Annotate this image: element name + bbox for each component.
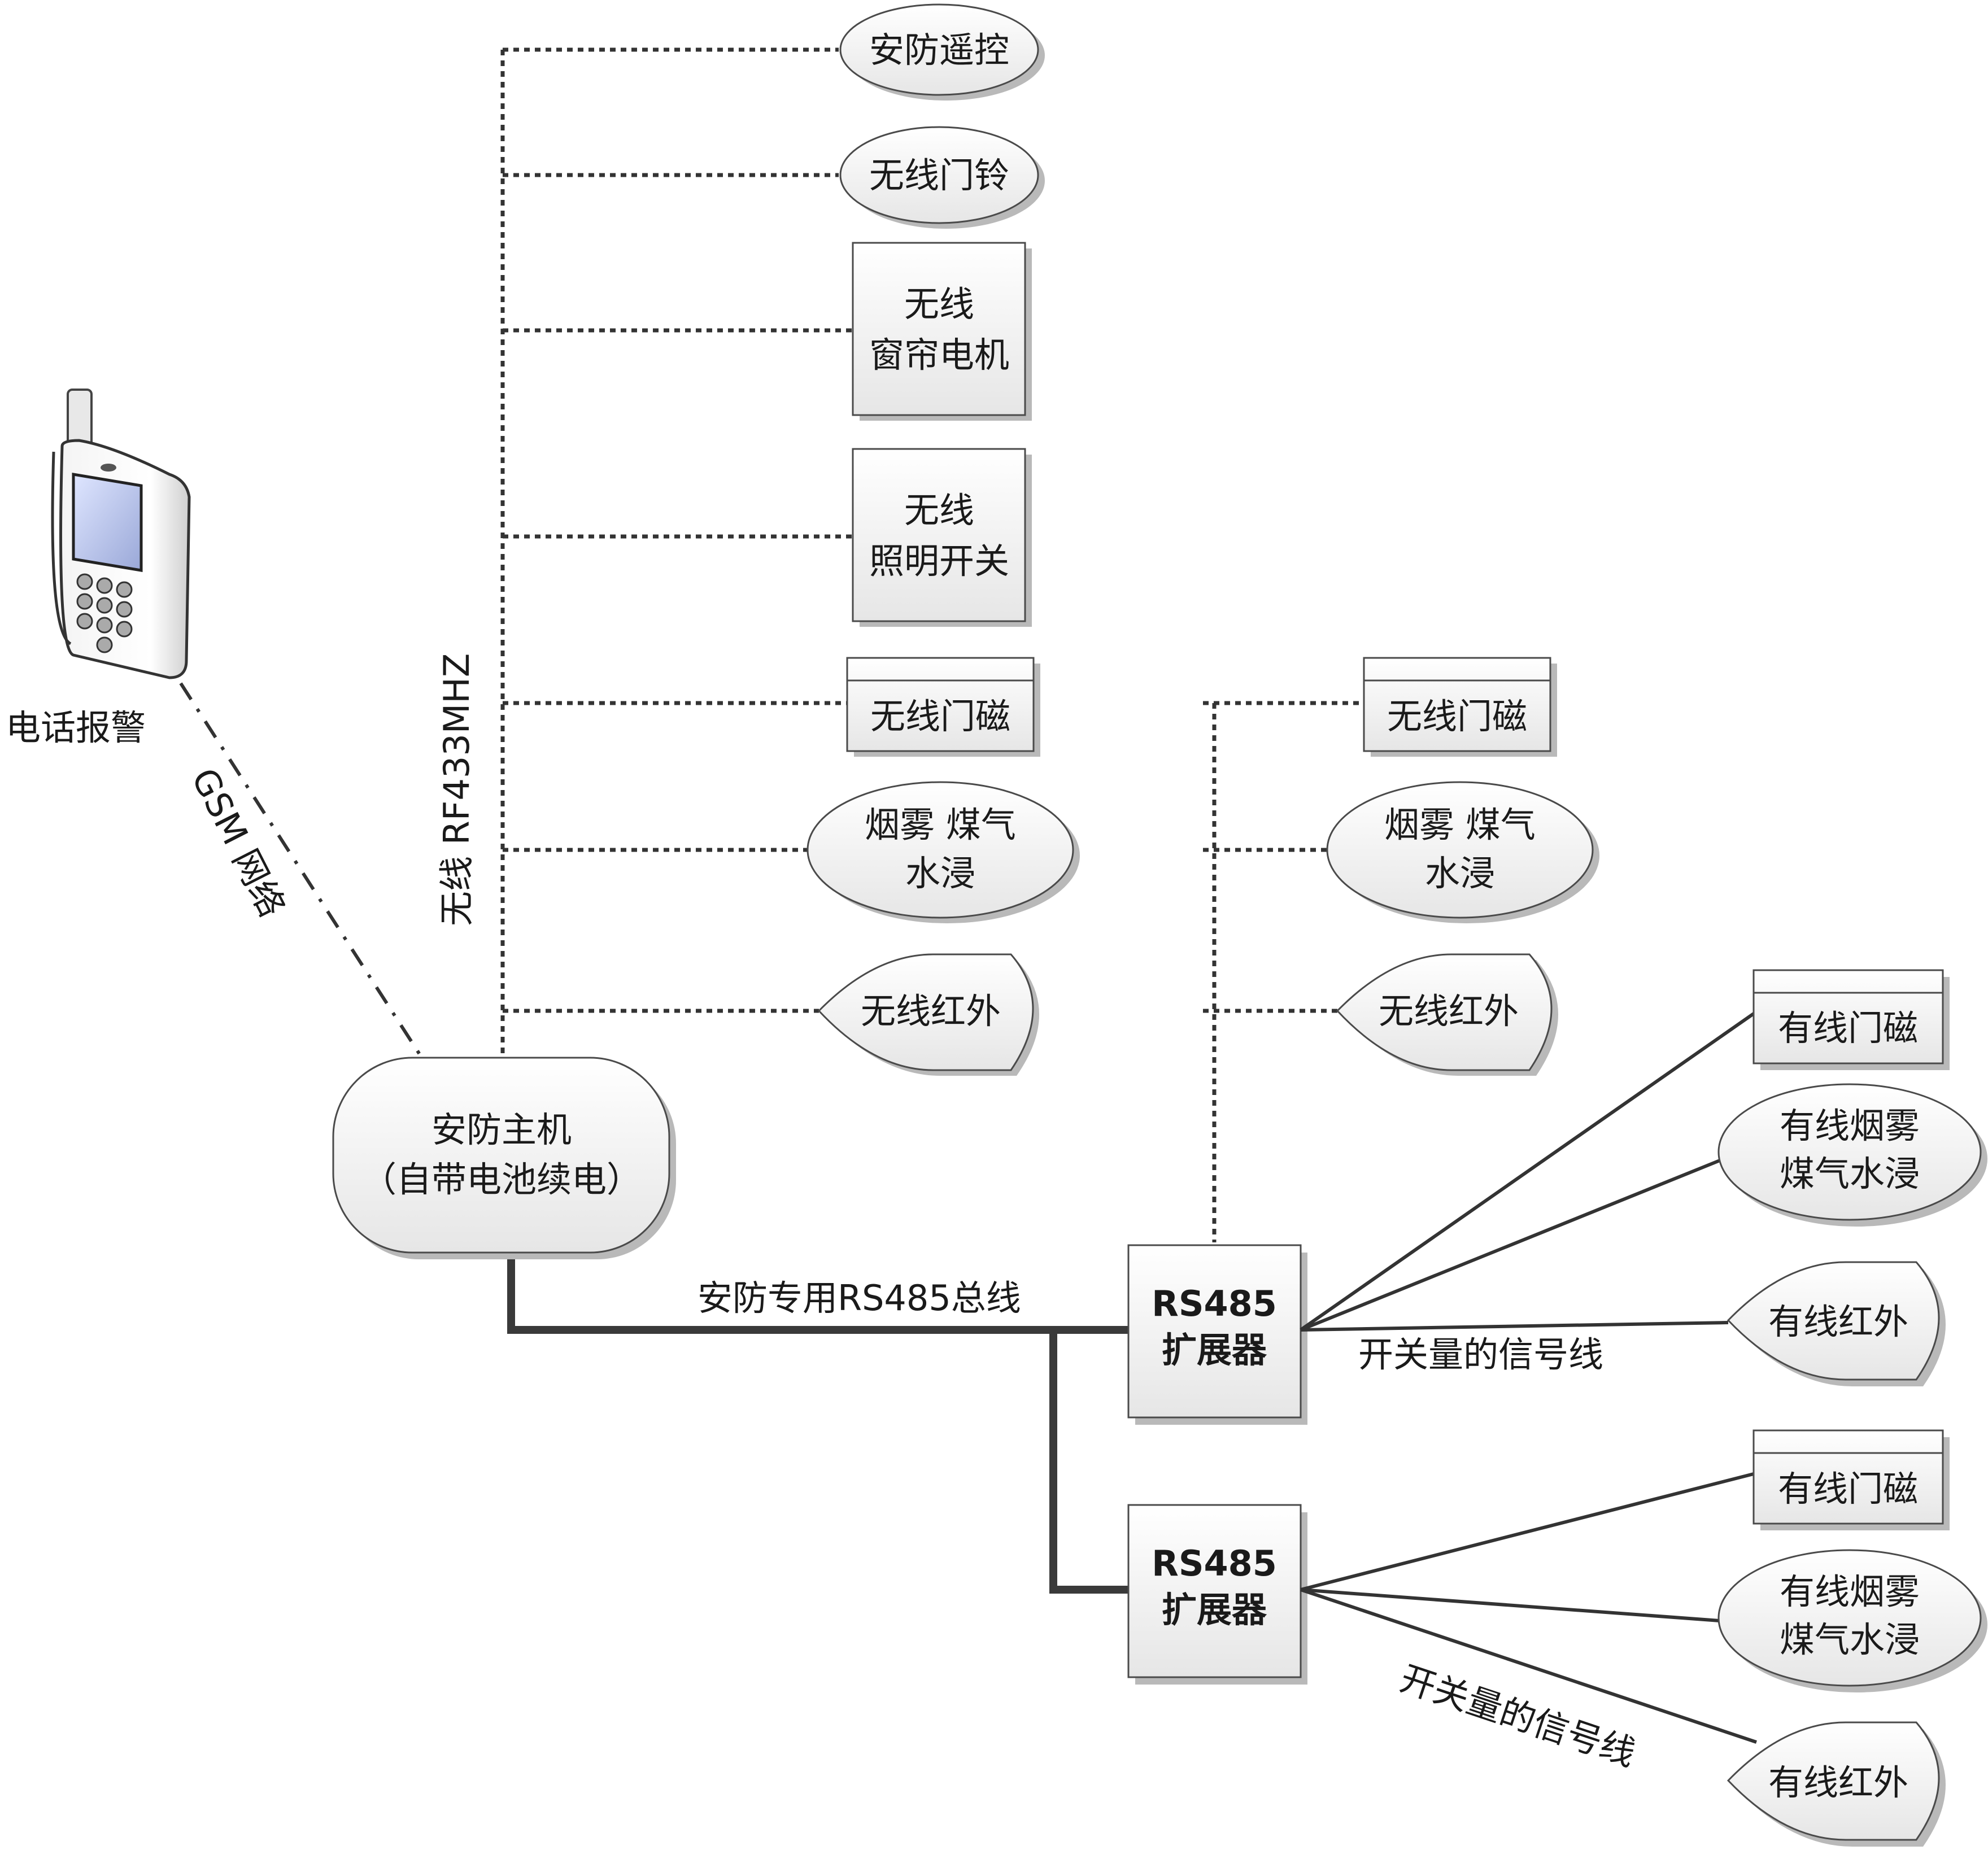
gsm-link — [179, 682, 422, 1057]
device-label: 有线红外 — [1768, 1762, 1908, 1803]
extender-2-wired-infrared: 有线红外 — [1727, 1721, 1946, 1847]
wireless-device-infrared: 无线红外 — [817, 953, 1039, 1076]
mobile-phone-icon — [51, 389, 191, 679]
wireless-bus-lines — [500, 47, 853, 1056]
rs485-extender-2: RS485 扩展器 — [1127, 1504, 1307, 1685]
extender-title: RS485 — [1152, 1543, 1277, 1584]
device-label-line2: 照明开关 — [869, 540, 1009, 582]
device-label-line1: 烟雾 煤气 — [1384, 804, 1536, 845]
wireless-device-smoke-gas-water: 烟雾 煤气 水浸 — [806, 781, 1080, 923]
wireless-device-light-switch: 无线 照明开关 — [852, 448, 1032, 627]
device-label: 安防遥控 — [869, 29, 1009, 71]
device-label-line1: 有线烟雾 — [1780, 1105, 1920, 1146]
security-host: 安防主机 （自带电池续电） — [332, 1057, 676, 1259]
extender-wireless-door-sensor: 无线门磁 — [1363, 657, 1557, 757]
extender-wireless-infrared: 无线红外 — [1336, 953, 1558, 1076]
wireless-device-curtain-motor: 无线 窗帘电机 — [852, 242, 1032, 421]
extender-1-wired-door-sensor: 有线门磁 — [1752, 969, 1950, 1070]
rs485-extender-1: RS485 扩展器 — [1127, 1244, 1307, 1425]
extender-2-signal-wires — [1300, 1472, 1757, 1744]
device-label-line2: 窗帘电机 — [869, 334, 1009, 376]
device-label: 有线红外 — [1768, 1301, 1908, 1342]
extender-2-signal-label: 开关量的信号线 — [1395, 1657, 1641, 1774]
host-subtitle: （自带电池续电） — [361, 1159, 642, 1200]
extender-2-wired-smoke-gas-water: 有线烟雾 煤气水浸 — [1717, 1549, 1987, 1692]
device-label: 无线门铃 — [869, 155, 1009, 196]
device-label-line1: 无线 — [904, 490, 974, 531]
extender-1-wired-smoke-gas-water: 有线烟雾 煤气水浸 — [1717, 1083, 1987, 1227]
device-label: 无线门磁 — [870, 696, 1010, 737]
device-label-line1: 烟雾 煤气 — [865, 804, 1016, 845]
device-label-line2: 水浸 — [1425, 853, 1495, 894]
device-label: 无线门磁 — [1387, 696, 1527, 737]
device-label-line1: 有线烟雾 — [1780, 1571, 1920, 1612]
extender-2-wired-door-sensor: 有线门磁 — [1752, 1429, 1950, 1530]
extender-subtitle: 扩展器 — [1162, 1329, 1267, 1371]
extender-1-signal-label: 开关量的信号线 — [1358, 1334, 1603, 1375]
extender-subtitle: 扩展器 — [1162, 1589, 1267, 1630]
device-label: 有线门磁 — [1778, 1468, 1918, 1509]
rs485-bus-label: 安防专用RS485总线 — [697, 1277, 1021, 1319]
extender-wireless-smoke-gas-water: 烟雾 煤气 水浸 — [1326, 781, 1599, 923]
host-title: 安防主机 — [431, 1109, 572, 1150]
rs485-bus-lines — [507, 1259, 1128, 1594]
device-label: 无线红外 — [861, 991, 1001, 1032]
gsm-network-label: GSM 网络 — [184, 762, 293, 924]
device-label: 有线门磁 — [1778, 1007, 1918, 1049]
extender-title: RS485 — [1152, 1283, 1277, 1324]
wireless-device-doorbell: 无线门铃 — [839, 126, 1045, 229]
device-label-line2: 煤气水浸 — [1780, 1153, 1920, 1194]
extender-wireless-lines — [1203, 701, 1364, 1242]
wireless-bus-label: 无线 RF433MHZ — [436, 653, 477, 926]
phone-label: 电话报警 — [6, 707, 146, 748]
extender-1-wired-infrared: 有线红外 — [1727, 1261, 1946, 1386]
wireless-device-remote: 安防遥控 — [839, 3, 1045, 101]
device-label-line1: 无线 — [904, 283, 974, 325]
device-label: 无线红外 — [1379, 991, 1519, 1032]
device-label-line2: 煤气水浸 — [1780, 1619, 1920, 1660]
wireless-device-door-sensor: 无线门磁 — [846, 657, 1040, 757]
extender-1-signal-wires — [1300, 1012, 1755, 1332]
device-label-line2: 水浸 — [905, 853, 975, 894]
